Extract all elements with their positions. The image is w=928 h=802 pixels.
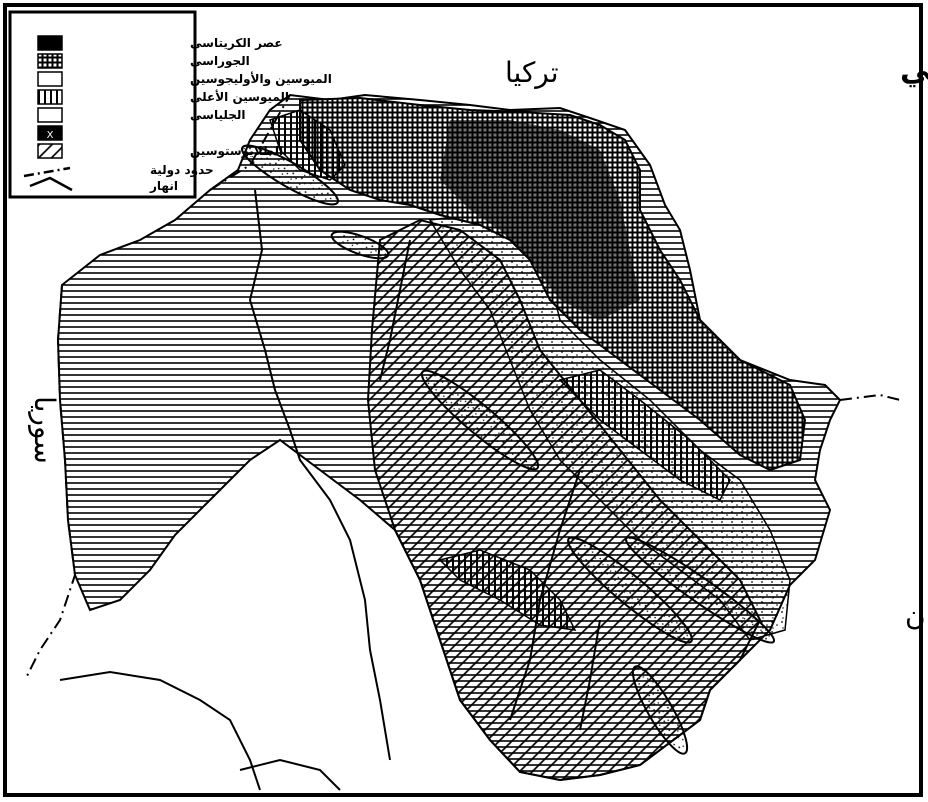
country-label-turkey: تركيا	[505, 56, 559, 89]
legend-label: الجلياسي	[190, 108, 246, 122]
legend-swatch	[37, 53, 63, 69]
anticline-ridges	[240, 144, 776, 755]
boundary-turkey	[209, 94, 291, 191]
southern-lines	[59, 670, 341, 791]
legend-swatch-text: X	[47, 130, 54, 141]
legend-swatch	[37, 107, 63, 123]
geology-region-vertical-1	[558, 369, 731, 502]
legend: X عصر الكريتاسي الجوراسي الميوسين والأول…	[8, 10, 332, 199]
legend-label: الطلايوستوسين	[190, 144, 283, 159]
river-tributary	[509, 469, 581, 721]
legend-swatch	[37, 89, 63, 105]
geology-region-dark-core	[440, 120, 640, 320]
legend-swatch	[37, 125, 63, 141]
ridge	[420, 369, 540, 471]
ridge	[567, 536, 693, 644]
ridge	[330, 230, 390, 260]
ridge	[624, 536, 776, 644]
legend-swatch	[37, 143, 63, 159]
river-zab	[379, 239, 411, 381]
river-tributary	[579, 619, 601, 731]
river-tigris	[248, 189, 391, 761]
map-title: الخارطة الجيولوجية للعراق الشمالي	[900, 53, 928, 88]
country-label-iran: ايران	[905, 599, 928, 632]
boundary-syria	[24, 284, 77, 681]
river-lower	[239, 758, 341, 791]
legend-label: الجوراسي	[190, 54, 250, 69]
legend-label: الميوسين والأوليجوسين	[190, 71, 332, 87]
ridge	[240, 144, 340, 206]
legend-boundary-label: حدود دولية	[150, 163, 214, 178]
legend-label: الميوسين الأعلى	[190, 89, 289, 105]
legend-swatch	[37, 35, 63, 51]
legend-swatch	[37, 71, 63, 87]
legend-label: عصر الكريتاسي	[190, 36, 283, 50]
river-euphrates	[59, 670, 261, 791]
rivers	[248, 189, 601, 761]
country-label-syria: سوريا	[28, 396, 61, 464]
ridge	[631, 665, 689, 755]
geology-region-vertical-2	[438, 549, 577, 631]
boundary-symbol	[23, 166, 71, 178]
legend-river-label: انهار	[149, 179, 178, 193]
international-boundary	[24, 94, 901, 681]
boundary-iran	[839, 393, 901, 401]
river-symbol	[29, 176, 73, 192]
legend-swatches	[37, 35, 63, 159]
geology-region-vertical-3	[269, 109, 346, 181]
